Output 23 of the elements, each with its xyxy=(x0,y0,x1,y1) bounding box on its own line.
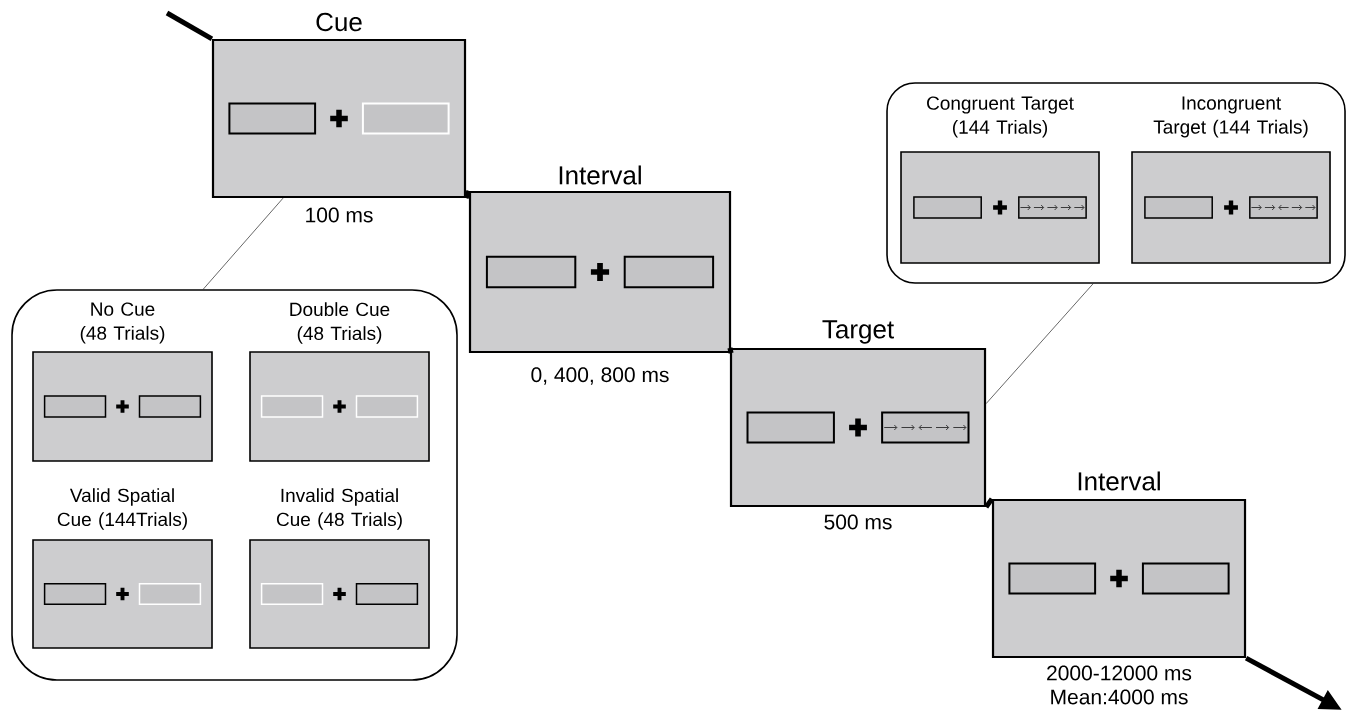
duration-label: Mean:4000 ms xyxy=(1051,689,1188,705)
duration-label: 2000-12000 ms xyxy=(1047,665,1192,681)
leader-line xyxy=(985,283,1094,404)
leader-line xyxy=(202,197,284,290)
duration-label: 100 ms xyxy=(306,207,373,223)
connector-line xyxy=(984,497,994,509)
duration-label: 500 ms xyxy=(824,514,892,530)
condition-panel xyxy=(11,289,458,681)
screen-title: Interval xyxy=(559,165,641,185)
condition-panel xyxy=(886,82,1346,284)
screen-title: Incongruent Target (144 Trials) xyxy=(1153,96,1308,138)
screen-title: Target xyxy=(822,320,894,344)
connector-line xyxy=(165,10,214,42)
screen-title: Valid Spatial Cue (144Trials) xyxy=(57,488,187,530)
screen-title: Congruent Target (144 Trials) xyxy=(927,96,1074,138)
screen-title: Interval xyxy=(1078,471,1160,491)
screen-title: Cue xyxy=(316,12,362,32)
screen-title: No Cue (48 Trials) xyxy=(80,302,165,344)
connector-line xyxy=(727,347,734,354)
screen-title: Double Cue (48 Trials) xyxy=(290,302,390,344)
screen-title: Invalid Spatial Cue (48 Trials) xyxy=(276,488,402,530)
duration-label: 0, 400, 800 ms xyxy=(531,367,669,385)
connector-line xyxy=(463,190,472,199)
